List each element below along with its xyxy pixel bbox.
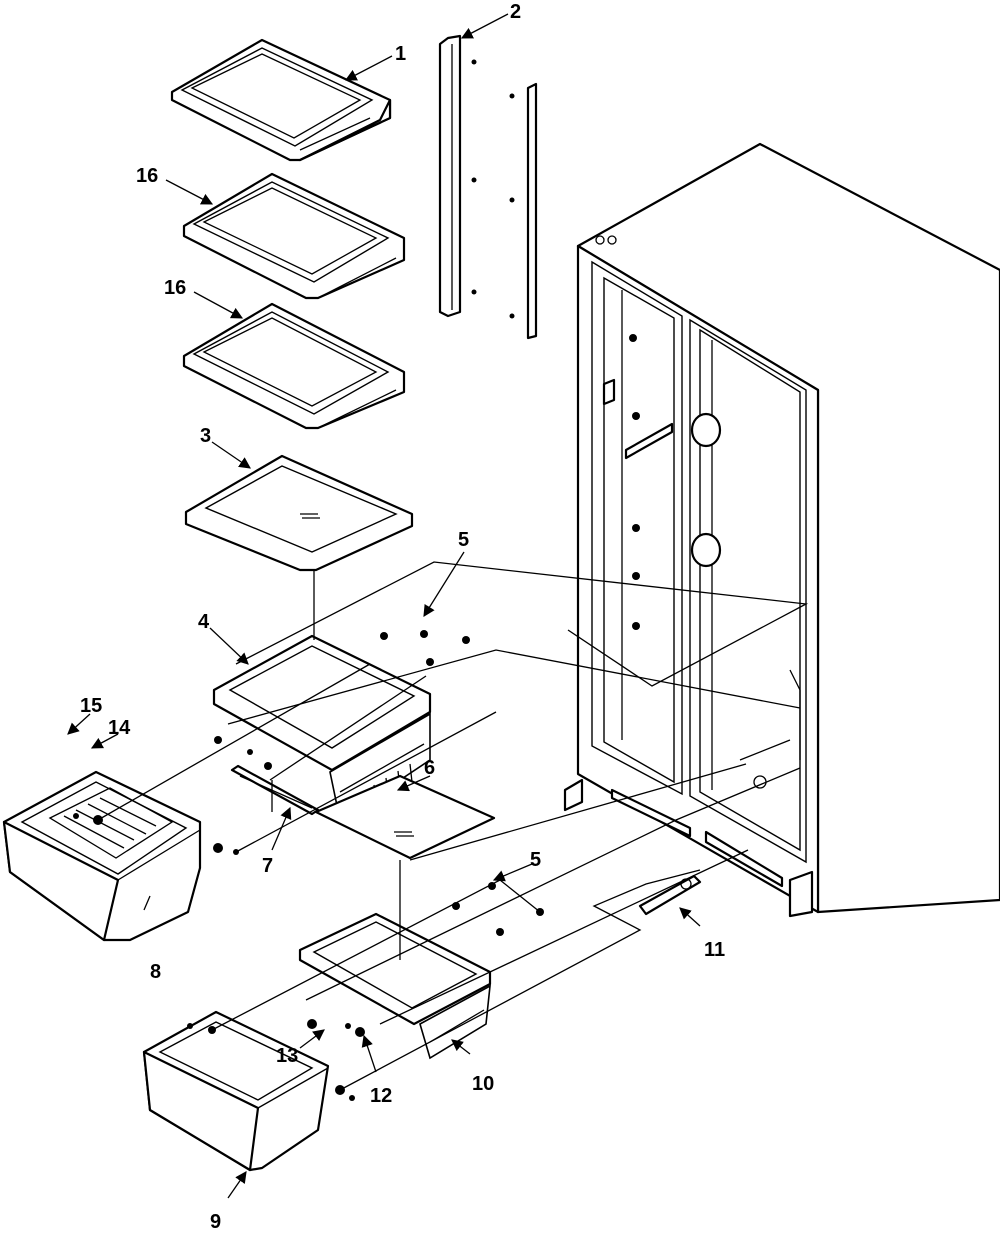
callout-16-upper: 16 (136, 165, 158, 187)
glass-shelf-part-3 (184, 454, 414, 572)
shelf-part-1 (170, 38, 392, 162)
callout-16-lower: 16 (164, 277, 186, 299)
callout-labels: 1 2 16 16 3 5 4 15 14 6 7 8 5 11 13 12 1… (80, 1, 725, 1233)
callout-8: 8 (150, 961, 161, 983)
callout-9: 9 (210, 1211, 221, 1233)
shelf-part-16-upper (182, 172, 406, 300)
callout-4: 4 (198, 611, 210, 633)
leader-arrows (67, 13, 701, 1199)
callout-5-lower: 5 (530, 849, 541, 871)
shelf-part-16-lower (182, 302, 406, 430)
refrigerator-cabinet (563, 142, 1000, 918)
callout-2: 2 (510, 1, 521, 23)
callout-1: 1 (395, 43, 406, 65)
callout-3: 3 (200, 425, 211, 447)
crisper-drawer-part-9 (142, 1010, 330, 1172)
drawer-cover-part-10 (298, 912, 492, 1060)
callout-15: 15 (80, 695, 102, 717)
callout-6: 6 (424, 757, 435, 779)
bracket-part-11 (638, 874, 702, 916)
assembly-lines (97, 561, 809, 1091)
crisper-drawer-part-8 (2, 770, 202, 942)
rail-part-2 (438, 34, 538, 340)
callout-7: 7 (262, 855, 273, 877)
callout-5-upper: 5 (458, 529, 469, 551)
callout-14: 14 (108, 717, 131, 739)
callout-13: 13 (276, 1045, 298, 1067)
callout-12: 12 (370, 1085, 392, 1107)
callout-11: 11 (704, 939, 725, 961)
glass-cover-part-6 (314, 774, 496, 860)
callout-10: 10 (472, 1073, 494, 1095)
rail-part-7 (230, 764, 320, 816)
